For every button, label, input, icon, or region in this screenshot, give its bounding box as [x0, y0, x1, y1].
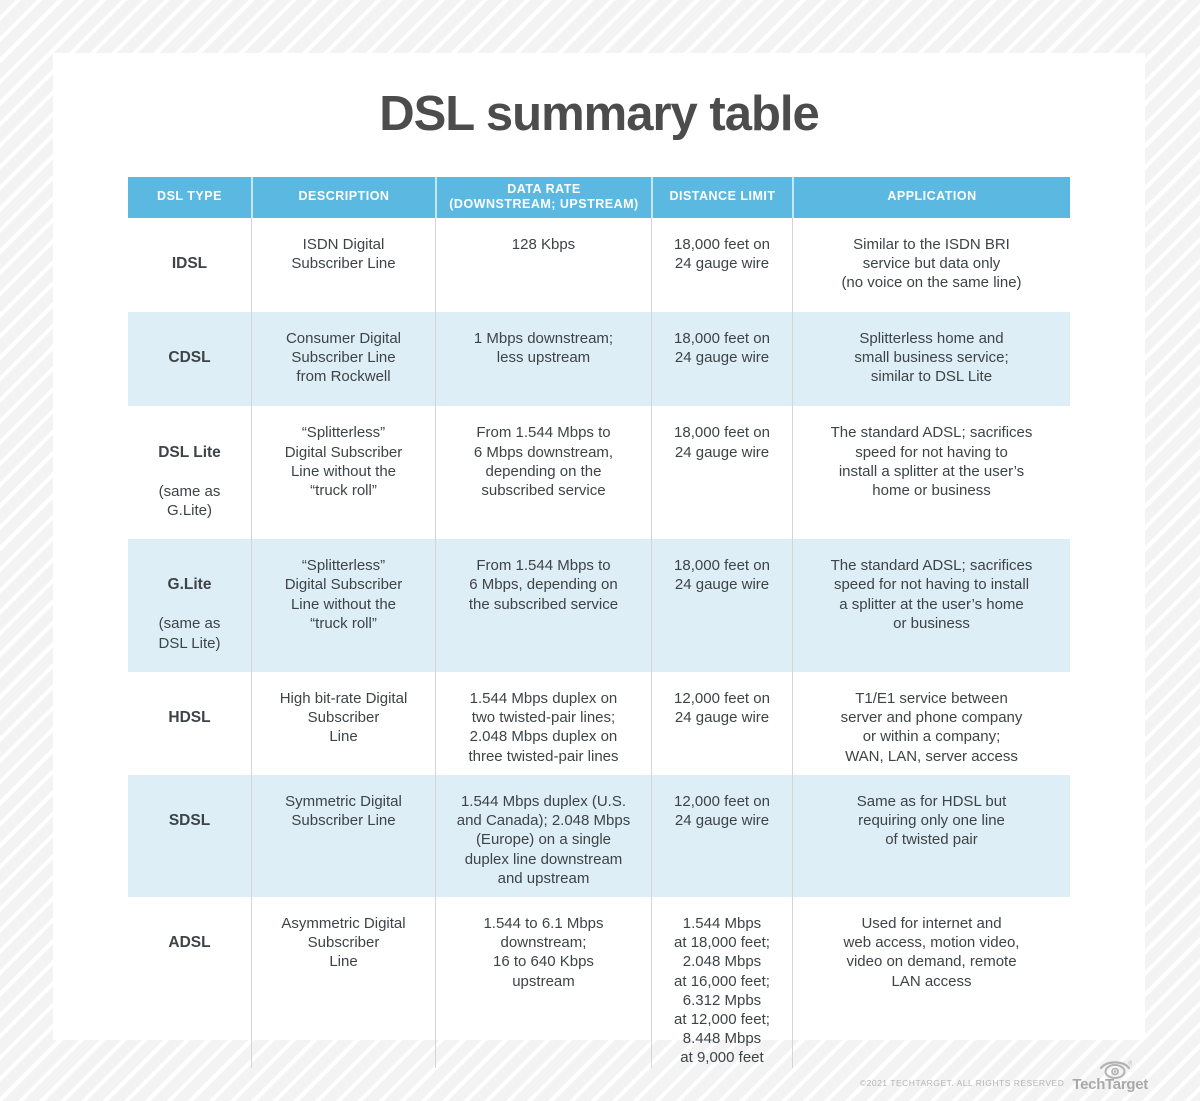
- page-title: DSL summary table: [379, 87, 820, 141]
- techtarget-logo: ® TechTarget: [1072, 1059, 1148, 1094]
- dsl-type-name: HDSL: [168, 709, 211, 727]
- cell-application: Splitterless home and small business ser…: [792, 312, 1070, 407]
- table-row: CDSL Consumer Digital Subscriber Line fr…: [128, 312, 1070, 407]
- cell-application: Used for internet and web access, motion…: [792, 897, 1070, 1068]
- cell-description: “Splitterless” Digital Subscriber Line w…: [251, 406, 435, 540]
- cell-application: Same as for HDSL but requiring only one …: [792, 775, 1070, 897]
- cell-dsl-type: CDSL: [128, 312, 251, 406]
- dsl-type-name: SDSL: [168, 812, 211, 830]
- cell-dsl-type: IDSL: [128, 218, 251, 312]
- table-row: SDSL Symmetric Digital Subscriber Line 1…: [128, 775, 1070, 897]
- cell-distance-limit: 12,000 feet on 24 gauge wire: [650, 672, 792, 775]
- cell-data-rate: From 1.544 Mbps to 6 Mbps downstream, de…: [434, 406, 651, 540]
- cell-data-rate: 1.544 Mbps duplex (U.S. and Canada); 2.0…: [434, 775, 651, 897]
- cell-description: “Splitterless” Digital Subscriber Line w…: [251, 539, 435, 672]
- column-header-application: APPLICATION: [792, 176, 1070, 218]
- column-header-distance-limit: DISTANCE LIMIT: [650, 176, 792, 218]
- column-header-data-rate: DATA RATE (DOWNSTREAM; UPSTREAM): [434, 176, 651, 218]
- dsl-type-note: (same as G.Lite): [158, 482, 221, 519]
- cell-dsl-type: G.Lite (same as DSL Lite): [128, 539, 251, 672]
- cell-data-rate: 1.544 Mbps duplex on two twisted-pair li…: [434, 672, 651, 775]
- dsl-type-name: G.Lite: [167, 576, 212, 594]
- table-row: G.Lite (same as DSL Lite) “Splitterless”…: [128, 539, 1070, 672]
- cell-description: ISDN Digital Subscriber Line: [251, 217, 435, 313]
- table-row: ADSL Asymmetric Digital Subscriber Line …: [128, 897, 1070, 1068]
- dsl-type-name: IDSL: [171, 254, 208, 272]
- dsl-type-name: DSL Lite: [158, 443, 221, 461]
- table-header-row: DSL TYPE DESCRIPTION DATA RATE (DOWNSTRE…: [128, 176, 1070, 218]
- cell-distance-limit: 12,000 feet on 24 gauge wire: [650, 775, 792, 897]
- cell-data-rate: 1 Mbps downstream; less upstream: [434, 312, 651, 407]
- cell-application: The standard ADSL; sacrifices speed for …: [792, 539, 1070, 672]
- cell-application: The standard ADSL; sacrifices speed for …: [792, 406, 1070, 540]
- dsl-type-name: ADSL: [168, 934, 211, 952]
- infographic-card: DSL summary table DSL TYPE DESCRIPTION D…: [53, 53, 1145, 1068]
- dsl-type-note: (same as DSL Lite): [158, 615, 221, 652]
- cell-data-rate: From 1.544 Mbps to 6 Mbps, depending on …: [434, 539, 651, 672]
- cell-description: Asymmetric Digital Subscriber Line: [251, 897, 435, 1068]
- svg-text:®: ®: [1129, 1060, 1133, 1067]
- column-header-dsl-type: DSL TYPE: [128, 176, 252, 218]
- cell-dsl-type: SDSL: [128, 775, 251, 897]
- cell-dsl-type: HDSL: [128, 672, 251, 775]
- eye-icon: ®: [1100, 1060, 1133, 1079]
- footer: ©2021 TECHTARGET. ALL RIGHTS RESERVED ® …: [860, 1059, 1148, 1094]
- cell-dsl-type: ADSL: [128, 897, 251, 1068]
- cell-application: Similar to the ISDN BRI service but data…: [792, 217, 1070, 313]
- techtarget-logo-text: TechTarget: [1072, 1075, 1148, 1093]
- cell-data-rate: 1.544 to 6.1 Mbps downstream; 16 to 640 …: [434, 897, 651, 1068]
- cell-distance-limit: 1.544 Mbps at 18,000 feet; 2.048 Mbps at…: [650, 897, 792, 1068]
- table-row: DSL Lite (same as G.Lite) “Splitterless”…: [128, 406, 1070, 540]
- column-header-description: DESCRIPTION: [251, 176, 435, 218]
- cell-distance-limit: 18,000 feet on 24 gauge wire: [650, 217, 792, 313]
- cell-data-rate: 128 Kbps: [434, 217, 651, 313]
- dsl-type-name: CDSL: [168, 349, 211, 367]
- cell-distance-limit: 18,000 feet on 24 gauge wire: [650, 539, 792, 672]
- cell-distance-limit: 18,000 feet on 24 gauge wire: [650, 406, 792, 540]
- dsl-summary-table: DSL TYPE DESCRIPTION DATA RATE (DOWNSTRE…: [128, 176, 1070, 1068]
- table-row: HDSL High bit-rate Digital Subscriber Li…: [128, 672, 1070, 775]
- table-row: IDSL ISDN Digital Subscriber Line 128 Kb…: [128, 217, 1070, 313]
- cell-description: Consumer Digital Subscriber Line from Ro…: [251, 312, 435, 407]
- cell-dsl-type: DSL Lite (same as G.Lite): [128, 406, 251, 539]
- cell-application: T1/E1 service between server and phone c…: [792, 672, 1070, 775]
- cell-description: Symmetric Digital Subscriber Line: [251, 775, 435, 897]
- cell-distance-limit: 18,000 feet on 24 gauge wire: [650, 312, 792, 407]
- copyright-text: ©2021 TECHTARGET. ALL RIGHTS RESERVED: [859, 1078, 1065, 1088]
- cell-description: High bit-rate Digital Subscriber Line: [251, 672, 435, 775]
